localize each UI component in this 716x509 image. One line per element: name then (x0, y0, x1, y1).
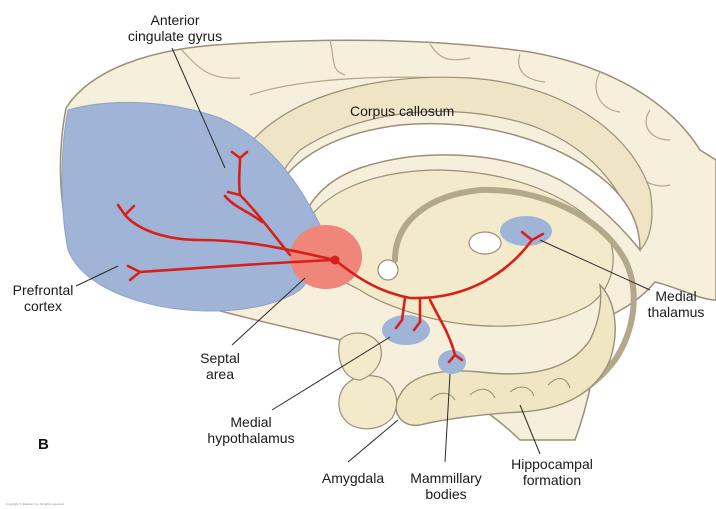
hypothalamus-stalk (338, 332, 382, 381)
hippocampal-formation-shape (395, 283, 616, 426)
label-corpus-callosum: Corpus callosum (350, 103, 455, 119)
label-hippocampal-formation: Hippocampal formation (511, 456, 593, 488)
label-anterior-cingulate-gyrus: Anterior cingulate gyrus (127, 12, 223, 44)
leader-lines (75, 47, 651, 463)
label-medial-thalamus: Medial thalamus (647, 288, 705, 320)
label-septal-area: Septal area (200, 350, 240, 382)
label-mammillary-bodies: Mammillary bodies (410, 470, 482, 502)
medial-hypothalamus-region (382, 315, 430, 345)
prefrontal-cortex-region (61, 101, 322, 312)
copyright-notice: Copyright © Elsevier Inc. All rights res… (6, 502, 65, 506)
limbic-pathways (116, 150, 545, 364)
mammillary-bodies-region (438, 350, 466, 374)
anterior-commissure (377, 259, 399, 281)
septal-nucleus-dot (330, 255, 340, 265)
panel-letter: B (38, 436, 49, 453)
corpus-callosum-shape (267, 122, 641, 253)
fornix (392, 186, 637, 403)
interthalamic-adhesion (468, 231, 502, 255)
hippocampal-folds (429, 378, 571, 401)
label-medial-hypothalamus: Medial hypothalamus (207, 414, 295, 446)
label-amygdala: Amygdala (321, 470, 385, 486)
amygdala-shape (338, 375, 398, 430)
medial-thalamus-region (500, 216, 552, 246)
label-prefrontal-cortex: Prefrontal cortex (12, 282, 74, 314)
